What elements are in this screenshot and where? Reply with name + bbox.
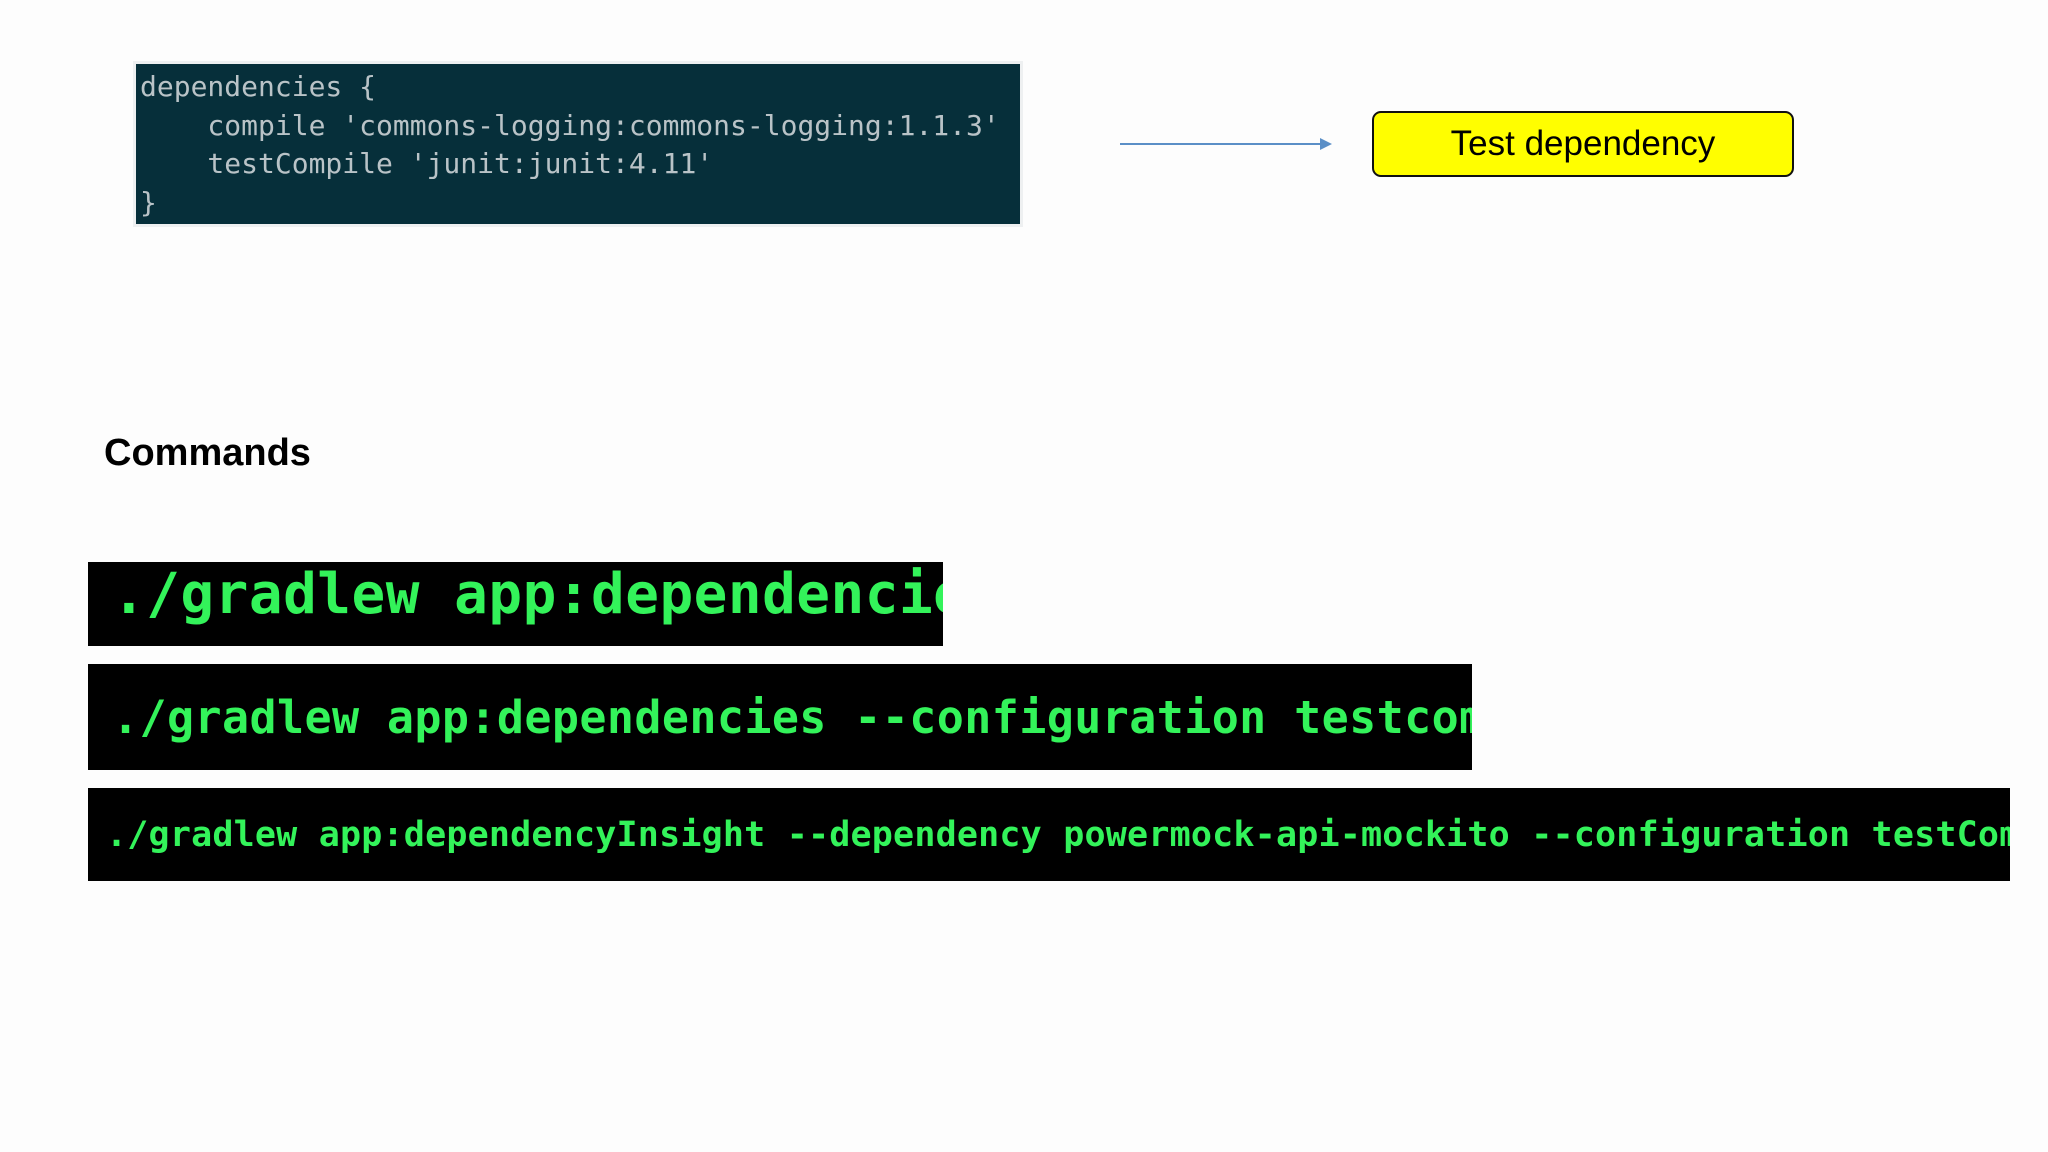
command-text: ./gradlew app:dependencies: [112, 562, 943, 627]
test-dependency-callout: Test dependency: [1372, 111, 1794, 177]
code-line: }: [140, 185, 157, 219]
code-snippet: dependencies { compile 'commons-logging:…: [136, 64, 1020, 224]
terminal-command: ./gradlew app:dependencies --configurati…: [88, 664, 1472, 770]
command-text: ./gradlew app:dependencyInsight --depend…: [106, 814, 2010, 855]
terminal-command: ./gradlew app:dependencies: [88, 562, 943, 646]
code-line: testCompile 'junit:junit:4.11': [140, 147, 714, 180]
code-line: dependencies {: [140, 70, 377, 103]
arrow-icon: [1120, 138, 1332, 150]
code-line: compile 'commons-logging:commons-logging…: [140, 108, 1000, 142]
command-text: ./gradlew app:dependencies --configurati…: [112, 690, 1472, 744]
terminal-command: ./gradlew app:dependencyInsight --depend…: [88, 788, 2010, 881]
commands-heading: Commands: [104, 432, 311, 474]
